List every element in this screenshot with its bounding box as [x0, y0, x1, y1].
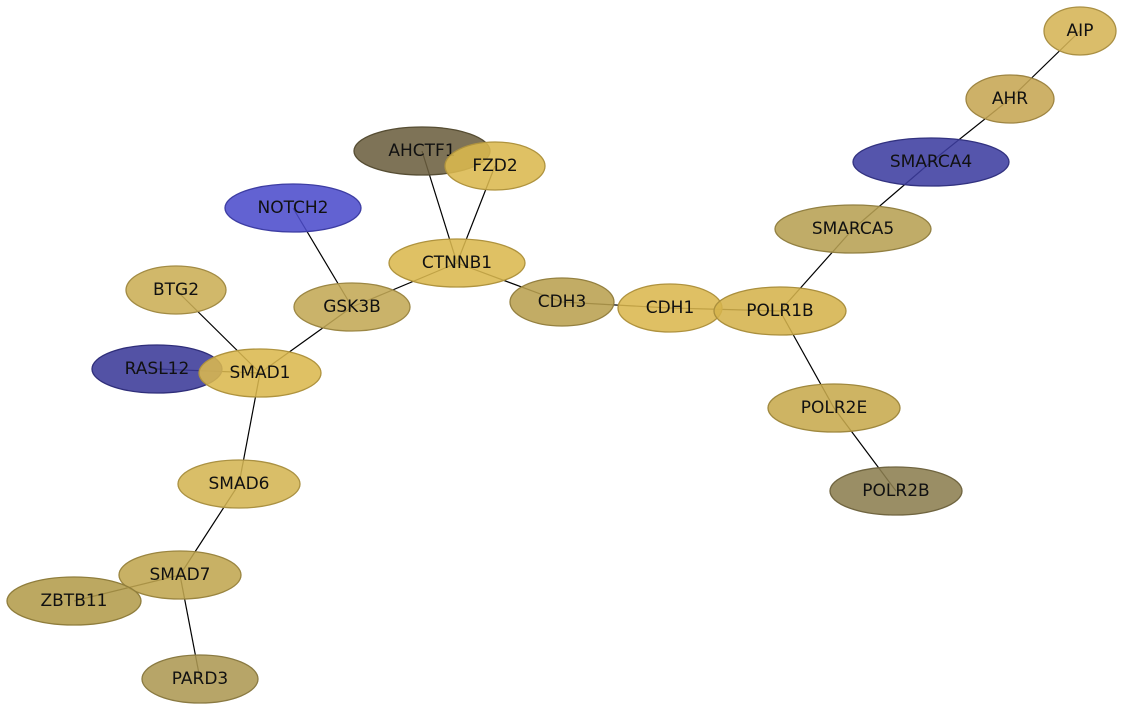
node-ellipse: [6, 576, 142, 626]
node-label: SMARCA5: [812, 219, 894, 239]
node-ellipse: [713, 286, 847, 336]
node-cdh1[interactable]: CDH1: [617, 283, 723, 333]
node-ellipse: [509, 277, 615, 327]
node-label: FZD2: [472, 156, 517, 176]
node-ahr[interactable]: AHR: [965, 74, 1055, 124]
node-label: NOTCH2: [258, 198, 329, 218]
node-ellipse: [965, 74, 1055, 124]
node-label: GSK3B: [323, 297, 381, 317]
node-ellipse: [141, 654, 259, 704]
node-ellipse: [388, 238, 526, 288]
node-label: AHCTF1: [388, 141, 455, 161]
node-label: POLR2B: [862, 481, 929, 501]
node-label: POLR1B: [746, 301, 813, 321]
node-label: SMARCA4: [890, 152, 972, 172]
node-smarca4[interactable]: SMARCA4: [852, 137, 1010, 187]
node-ellipse: [198, 348, 322, 398]
node-label: AHR: [992, 89, 1028, 109]
node-aip[interactable]: AIP: [1043, 6, 1117, 56]
node-label: CTNNB1: [422, 253, 492, 273]
node-smad7[interactable]: SMAD7: [118, 550, 242, 600]
node-smad1[interactable]: SMAD1: [198, 348, 322, 398]
node-notch2[interactable]: NOTCH2: [224, 183, 362, 233]
node-smarca5[interactable]: SMARCA5: [774, 204, 932, 254]
node-pard3[interactable]: PARD3: [141, 654, 259, 704]
node-polr2e[interactable]: POLR2E: [767, 383, 901, 433]
node-rasl12[interactable]: RASL12: [91, 344, 223, 394]
node-polr2b[interactable]: POLR2B: [829, 466, 963, 516]
node-ellipse: [125, 265, 227, 315]
node-label: CDH3: [538, 292, 587, 312]
node-polr1b[interactable]: POLR1B: [713, 286, 847, 336]
node-label: BTG2: [153, 280, 199, 300]
node-ellipse: [767, 383, 901, 433]
node-ellipse: [829, 466, 963, 516]
node-ellipse: [774, 204, 932, 254]
node-ellipse: [293, 282, 411, 332]
node-ellipse: [1043, 6, 1117, 56]
node-label: SMAD1: [230, 363, 291, 383]
node-label: SMAD7: [150, 565, 211, 585]
node-gsk3b[interactable]: GSK3B: [293, 282, 411, 332]
node-cdh3[interactable]: CDH3: [509, 277, 615, 327]
node-label: RASL12: [125, 359, 190, 379]
node-ellipse: [224, 183, 362, 233]
node-label: POLR2E: [801, 398, 867, 418]
node-ellipse: [444, 141, 546, 191]
node-label: AIP: [1067, 21, 1094, 41]
node-ellipse: [118, 550, 242, 600]
node-fzd2[interactable]: FZD2: [444, 141, 546, 191]
node-label: SMAD6: [209, 474, 270, 494]
node-label: PARD3: [172, 669, 229, 689]
node-smad6[interactable]: SMAD6: [177, 459, 301, 509]
node-ellipse: [852, 137, 1010, 187]
node-zbtb11[interactable]: ZBTB11: [6, 576, 142, 626]
node-label: ZBTB11: [41, 591, 108, 611]
node-btg2[interactable]: BTG2: [125, 265, 227, 315]
node-label: CDH1: [646, 298, 695, 318]
node-ctnnb1[interactable]: CTNNB1: [388, 238, 526, 288]
node-ellipse: [177, 459, 301, 509]
